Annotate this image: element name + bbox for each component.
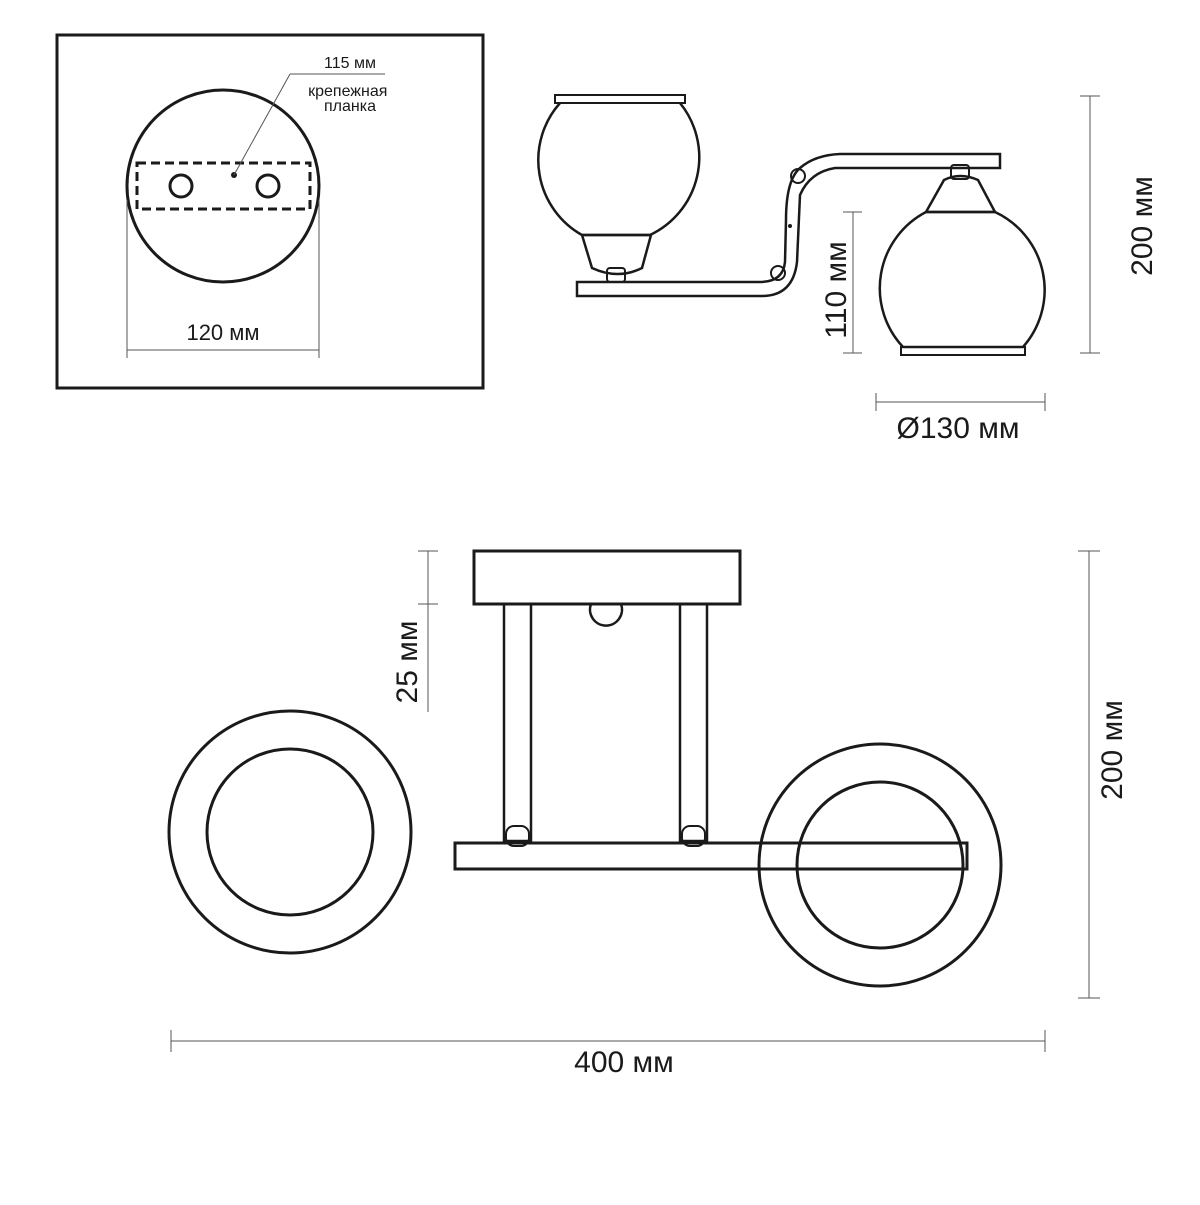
right-shade-holder	[923, 174, 998, 214]
side-arm	[575, 152, 1002, 298]
right-ring-inner	[795, 780, 965, 950]
front-view: 25 мм 200 мм 400 мм	[167, 549, 1129, 1079]
arm-joint-upper	[790, 168, 806, 184]
plate-length-label: 115 мм	[324, 55, 376, 72]
right-shade	[878, 164, 1046, 356]
canopy-height-label: 25 мм	[391, 621, 424, 704]
side-view: 200 мм 110 мм Ø130 мм	[537, 94, 1159, 445]
shade-diameter-label: Ø130 мм	[897, 412, 1020, 445]
right-ring-outer	[757, 742, 1003, 988]
side-total-height-label: 200 мм	[1126, 176, 1159, 276]
mount-base-circle	[125, 88, 321, 284]
rod-left-cap	[505, 825, 530, 847]
shade-height-label: 110 мм	[820, 241, 853, 338]
mount-plate-frame	[55, 33, 485, 390]
rod-left	[502, 602, 533, 843]
right-shade-globe	[878, 210, 1046, 349]
left-shade	[537, 94, 701, 283]
right-shade-rim	[900, 346, 1026, 356]
mounting-hole-right	[255, 173, 281, 199]
left-ring-inner	[205, 747, 375, 917]
crossbar	[453, 841, 969, 871]
front-total-height-label: 200 мм	[1096, 700, 1129, 800]
base-diameter-label: 120 мм	[186, 320, 259, 345]
canopy	[472, 549, 742, 606]
plate-name-line-2: планка	[324, 98, 376, 115]
rod-right	[678, 602, 709, 843]
mounting-bar-dashed	[135, 161, 312, 211]
left-ring-outer	[167, 709, 413, 955]
arm-joint-lower	[770, 265, 786, 281]
mount-plate-panel: 115 мм крепежная планка 120 мм	[55, 33, 485, 390]
right-shade-stem	[950, 164, 970, 180]
mounting-hole-left	[168, 173, 194, 199]
arm-dot	[788, 224, 792, 228]
total-width-label: 400 мм	[574, 1046, 674, 1079]
plate-leader-line	[233, 73, 291, 176]
plate-name-label: крепежная планка	[308, 83, 392, 115]
rod-right-cap	[681, 825, 706, 847]
plate-name-line-1: крепежная	[308, 83, 387, 100]
canopy-screw	[588, 603, 624, 627]
left-shade-holder	[580, 233, 653, 276]
left-shade-globe	[537, 102, 701, 237]
left-shade-rim	[554, 94, 686, 104]
